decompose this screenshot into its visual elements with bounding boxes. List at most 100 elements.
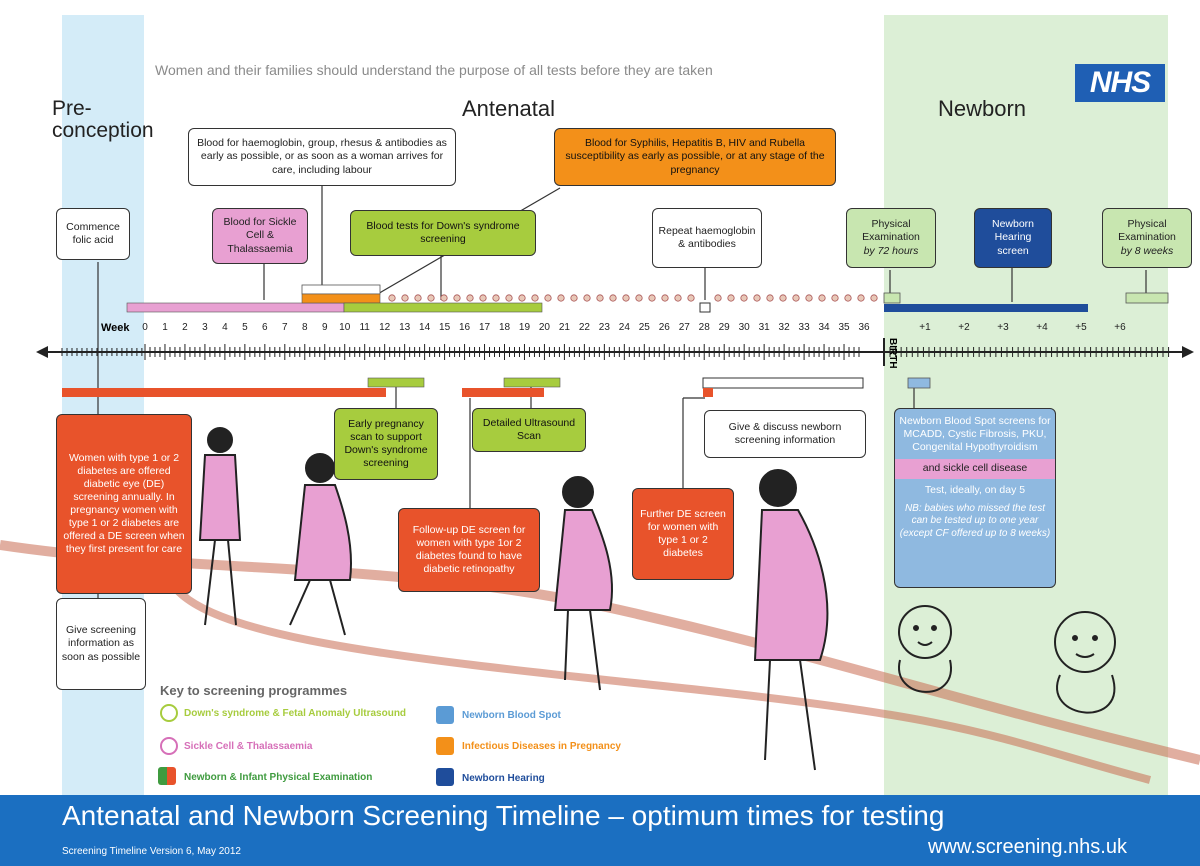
detailed-scan-bar	[503, 377, 561, 388]
early-scan-bar	[367, 377, 425, 388]
give-info-box: Give screening information as soon as po…	[56, 598, 146, 690]
hearing-icon	[436, 768, 454, 786]
bloodspot-marker	[907, 377, 931, 389]
footer-title: Antenatal and Newborn Screening Timeline…	[62, 800, 945, 831]
phys8-box: Physical Examination by 8 weeks	[1102, 208, 1192, 268]
folic-acid-box: Commence folic acid	[56, 208, 130, 260]
followup-bar	[462, 388, 544, 397]
key-item-sickle: Sickle Cell & Thalassaemia	[184, 741, 313, 752]
newborn-week-label: +1	[919, 322, 931, 333]
key-item-hearing: Newborn Hearing	[462, 773, 545, 784]
phys8-sub: by 8 weeks	[1120, 244, 1174, 257]
discuss-bar	[702, 377, 864, 389]
phys8-title: Physical Examination	[1118, 218, 1176, 244]
early-scan-box: Early pregnancy scan to support Down's s…	[334, 408, 438, 480]
newborn-week-label: +2	[958, 322, 970, 333]
diabetes-bar	[62, 388, 386, 397]
figure-3	[553, 476, 614, 691]
week-tick-label: 0	[142, 322, 148, 333]
infectious-box: Blood for Syphilis, Hepatitis B, HIV and…	[554, 128, 836, 186]
week-tick-label: 36	[858, 322, 870, 333]
week-tick-label: 19	[518, 322, 531, 333]
week-tick-label: 30	[738, 322, 750, 333]
week-tick-label: 25	[638, 322, 650, 333]
birth-label: BIRTH	[887, 338, 898, 369]
further-de-marker	[703, 388, 713, 397]
phys72-sub: by 72 hours	[863, 244, 919, 257]
newborn-week-label: +5	[1075, 322, 1087, 333]
phase-newborn: Newborn	[938, 96, 1027, 121]
physical-exam-icon	[158, 767, 176, 785]
week-tick-label: 9	[321, 322, 328, 333]
key-item-physical: Newborn & Infant Physical Examination	[184, 772, 373, 783]
week-tick-label: 32	[778, 322, 790, 333]
blood-spot-icon	[436, 706, 454, 724]
diabetes-box: Women with type 1 or 2 diabetes are offe…	[56, 414, 192, 594]
key-item-ultrasound: Down's syndrome & Fetal Anomaly Ultrasou…	[184, 708, 407, 719]
bloodspot-box: Newborn Blood Spot screens for MCADD, Cy…	[894, 408, 1056, 588]
footer-url[interactable]: www.screening.nhs.uk	[928, 836, 1127, 858]
week-tick-label: 4	[222, 322, 228, 333]
discuss-info-box: Give & discuss newborn screening informa…	[704, 410, 866, 458]
week-tick-label: 6	[262, 322, 268, 333]
tagline: Women and their families should understa…	[155, 62, 713, 78]
footer-bar	[0, 795, 1200, 866]
newborn-zone	[884, 15, 1168, 795]
newborn-week-label: +6	[1114, 322, 1126, 333]
test-day5-text: Test, ideally, on day 5	[924, 483, 1026, 496]
figure-2	[289, 453, 352, 636]
week-tick-label: 2	[182, 322, 188, 333]
phys72-marker	[883, 292, 901, 304]
hearing-bar	[884, 304, 1088, 312]
timeline-graphics	[36, 186, 1194, 600]
newborn-week-label: +4	[1036, 322, 1048, 333]
week-label: Week	[101, 322, 130, 334]
sickle-cell-icon	[160, 737, 178, 755]
footer-version: Screening Timeline Version 6, May 2012	[62, 846, 241, 857]
further-de-box: Further DE screen for women with type 1 …	[632, 488, 734, 580]
baby-2	[1054, 611, 1116, 714]
bloodspot-text: Newborn Blood Spot screens for MCADD, Cy…	[899, 415, 1051, 454]
haemoglobin-box: Blood for haemoglobin, group, rhesus & a…	[188, 128, 456, 186]
infectious-bar	[301, 293, 381, 304]
key-item-bloodspot: Newborn Blood Spot	[462, 710, 561, 721]
week-tick-label: 33	[798, 322, 810, 333]
week-tick-label: 8	[301, 322, 308, 333]
phys72-title: Physical Examination	[862, 218, 920, 244]
phys72-box: Physical Examination by 72 hours	[846, 208, 936, 268]
week-tick-label: 22	[578, 322, 590, 333]
week-tick-label: 34	[818, 322, 830, 333]
week-tick-label: 15	[439, 322, 451, 333]
detailed-scan-box: Detailed Ultrasound Scan	[472, 408, 586, 452]
week-tick-label: 26	[658, 322, 670, 333]
week-tick-label: 16	[458, 322, 471, 333]
sickle-disease-text: and sickle cell disease	[895, 459, 1055, 479]
week-tick-label: 7	[282, 322, 288, 333]
nb-note-text: NB: babies who missed the test can be te…	[899, 502, 1051, 539]
baby-1	[898, 605, 952, 693]
sickle-cell-box: Blood for Sickle Cell & Thalassaemia	[212, 208, 308, 264]
ultrasound-icon	[160, 704, 178, 722]
week-tick-label: 24	[618, 322, 630, 333]
repeat-haemo-box: Repeat haemoglobin & antibodies	[652, 208, 762, 268]
week-tick-label: 13	[399, 322, 411, 333]
figure-1	[198, 427, 242, 626]
phase-preconception: Pre- conception	[52, 97, 154, 142]
week-tick-label: 11	[359, 322, 370, 333]
week-tick-label: 1	[162, 322, 168, 333]
week-tick-label: 14	[419, 322, 431, 333]
week-tick-label: 5	[242, 322, 248, 333]
figure-4	[753, 469, 829, 771]
key-item-infectious: Infectious Diseases in Pregnancy	[462, 741, 621, 752]
hearing-box: Newborn Hearing screen	[974, 208, 1052, 268]
week-tick-label: 29	[718, 322, 730, 333]
phys8-marker	[1125, 292, 1169, 304]
nhs-logo: NHS	[1075, 64, 1165, 102]
key-title: Key to screening programmes	[160, 683, 348, 698]
phase-antenatal: Antenatal	[462, 96, 555, 121]
week-tick-label: 20	[538, 322, 550, 333]
repeat-marker	[699, 302, 711, 313]
week-tick-label: 21	[558, 322, 570, 333]
week-tick-label: 18	[498, 322, 511, 333]
downs-blood-box: Blood tests for Down's syndrome screenin…	[350, 210, 536, 256]
